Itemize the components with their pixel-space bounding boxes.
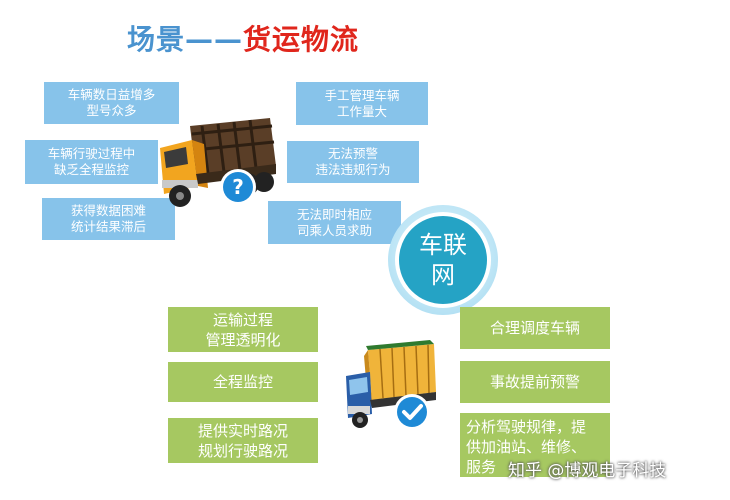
problem-box-manual-management: 手工管理车辆 工作量大	[296, 82, 428, 125]
solution-text: 运输过程 管理透明化	[205, 310, 281, 349]
problem-text: 无法即时相应 司乘人员求助	[296, 206, 372, 238]
solution-box-driving-analysis: 分析驾驶规律，提 供加油站、维修、 服务	[460, 413, 610, 477]
telematics-circle: 车联 网	[395, 212, 491, 308]
solution-box-realtime-traffic: 提供实时路况 规划行驶路况	[168, 418, 318, 463]
solution-text: 分析驾驶规律，提 供加油站、维修、 服务	[466, 418, 587, 476]
problem-text: 手工管理车辆 工作量大	[324, 87, 400, 119]
problem-box-no-monitoring: 车辆行驶过程中 缺乏全程监控	[25, 140, 158, 184]
solution-box-dispatch: 合理调度车辆	[460, 307, 610, 349]
cargo-truck-icon	[160, 118, 276, 207]
problem-text: 无法预警 违法违规行为	[315, 146, 391, 177]
title-dash: ——	[185, 23, 244, 56]
check-badge-icon	[394, 394, 430, 430]
problem-box-no-warning: 无法预警 违法违规行为	[287, 141, 419, 183]
problem-box-vehicle-count: 车辆数日益增多 型号众多	[44, 82, 179, 124]
solution-text: 提供实时路况 规划行驶路况	[197, 421, 288, 460]
svg-text:?: ?	[232, 175, 244, 199]
question-badge-icon: ?	[220, 169, 256, 205]
problem-text: 车辆行驶过程中 缺乏全程监控	[47, 146, 136, 177]
solution-text: 事故提前预警	[489, 373, 580, 391]
problem-text: 车辆数日益增多 型号众多	[67, 87, 156, 118]
title-freight-logistics: 货运物流	[243, 23, 360, 56]
problem-text: 获得数据困难 统计结果滞后	[70, 203, 146, 234]
solution-box-accident-warning: 事故提前预警	[460, 361, 610, 403]
solution-box-full-monitoring: 全程监控	[168, 362, 318, 402]
solution-text: 全程监控	[212, 373, 273, 391]
problem-box-no-response: 无法即时相应 司乘人员求助	[268, 201, 401, 244]
title-scene: 场景	[127, 23, 186, 56]
problem-box-data-difficulty: 获得数据困难 统计结果滞后	[42, 198, 175, 240]
solution-text: 合理调度车辆	[489, 319, 580, 337]
center-circle-halo: 车联 网	[388, 205, 498, 315]
page-title: 场景——货运物流	[127, 18, 359, 58]
watermark: 知乎 @博观电子科技	[508, 461, 667, 481]
solution-box-transparent-management: 运输过程 管理透明化	[168, 307, 318, 352]
container-truck-icon	[346, 340, 436, 428]
